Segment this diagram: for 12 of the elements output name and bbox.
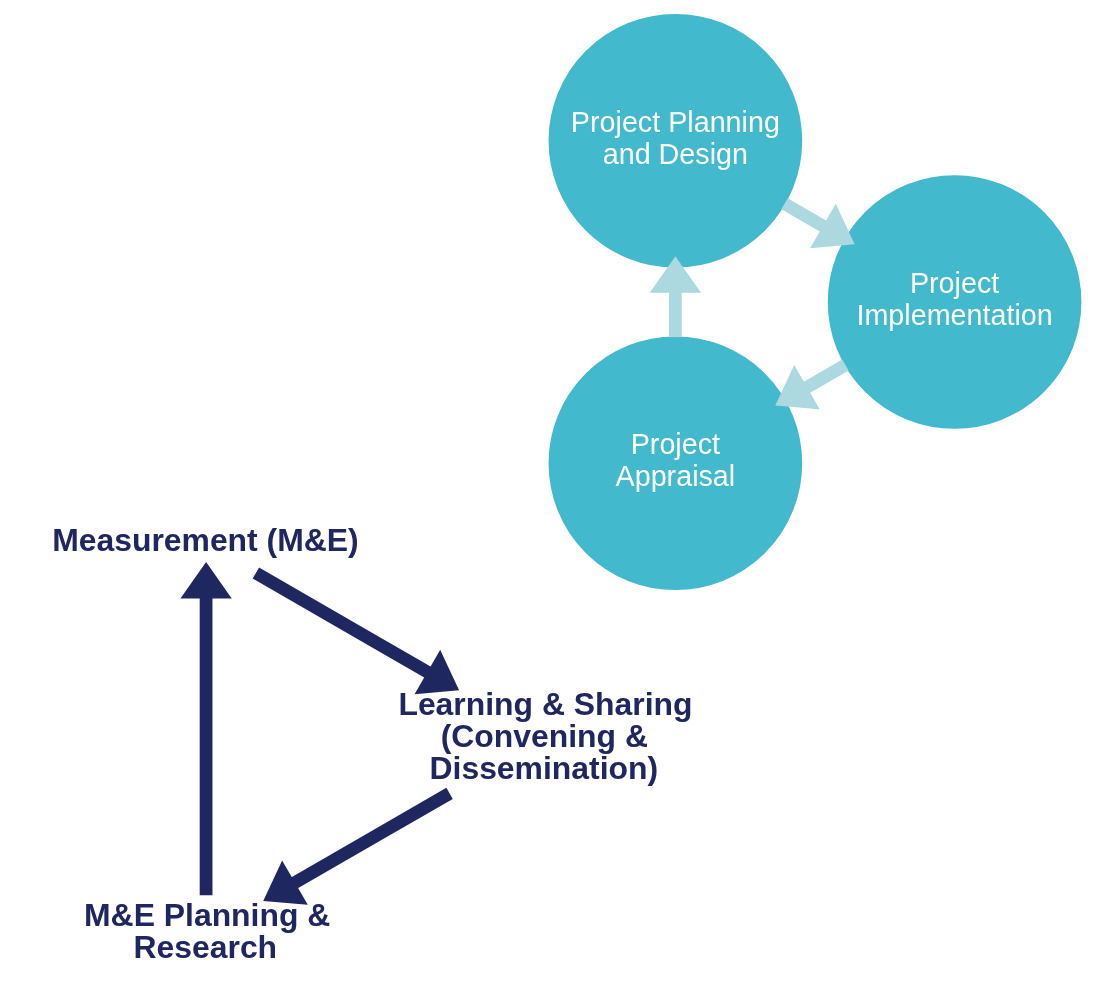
arrow [263,787,453,905]
node-circle: Project Implementation [827,175,1082,429]
arrow [252,567,460,695]
node-text: Learning & Sharing (Convening & Dissemination) [398,686,693,786]
node-text: Measurement (M&E) [52,521,359,558]
node-circle: Project Appraisal [548,336,803,591]
arrow [781,198,855,249]
node-circle: Project Planning and Design [548,13,803,268]
arrow [649,256,702,338]
arrow [180,561,232,896]
arrow [775,359,849,410]
node-text: M&E Planning & Research [84,896,331,965]
